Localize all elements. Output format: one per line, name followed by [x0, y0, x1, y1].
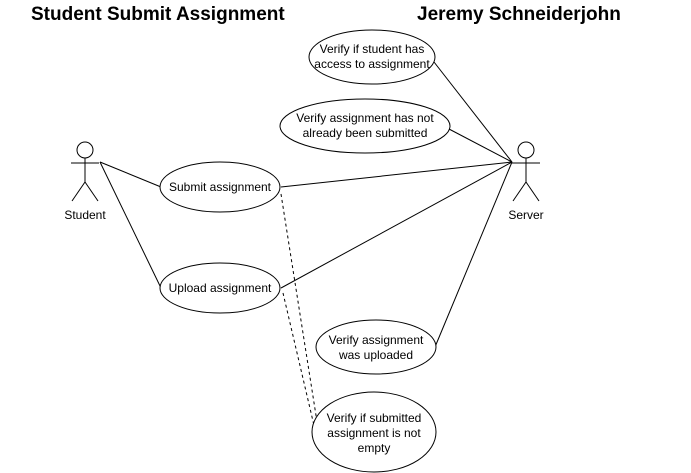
edge-student-upload: [99, 161, 162, 289]
dashed-submit-verify-empty: [280, 193, 319, 429]
use-case-label-line: was uploaded: [338, 348, 413, 362]
edge-server-verify-not-submitted: [448, 128, 513, 163]
diagram-title: Student Submit Assignment: [31, 4, 285, 25]
actor-label-server: Server: [508, 208, 543, 222]
dashed-upload-verify-empty: [282, 292, 317, 435]
use-case-label-line: Verify if student has: [320, 42, 425, 56]
use-case-label-line: Upload assignment: [169, 281, 272, 295]
use-case-verify-not-empty[interactable]: Verify if submitted assignment is not em…: [311, 391, 437, 473]
use-case-verify-not-submitted[interactable]: Verify assignment has not already been s…: [279, 98, 451, 154]
use-case-oval: [311, 391, 437, 473]
use-case-submit[interactable]: Submit assignment: [159, 161, 281, 213]
actor-head: [76, 141, 94, 159]
use-case-verify-uploaded[interactable]: Verify assignment was uploaded: [315, 319, 437, 375]
actor-right-leg: [525, 181, 540, 202]
actor-student[interactable]: Student: [64, 141, 106, 222]
actor-label-student: Student: [64, 208, 106, 222]
use-case-oval: [159, 262, 281, 314]
use-case-label-line: assignment is not: [327, 426, 421, 440]
use-case-oval: [315, 319, 437, 375]
use-case-label-line: empty: [358, 441, 391, 455]
use-case-verify-access[interactable]: Verify if student has access to assignme…: [308, 29, 436, 85]
edge-student-submit: [99, 161, 162, 188]
use-case-label-line: access to assignment: [314, 57, 430, 71]
edge-server-submit: [280, 161, 513, 188]
use-case-label-line: Verify assignment: [329, 333, 424, 347]
actor-head: [517, 141, 535, 159]
actor-left-leg: [71, 181, 86, 202]
use-case-oval: [308, 29, 436, 85]
actor-server[interactable]: Server: [508, 141, 544, 222]
use-case-oval: [279, 98, 451, 154]
use-case-label-line: already been submitted: [303, 126, 428, 140]
actor-left-leg: [512, 181, 527, 202]
author-name: Jeremy Schneiderjohn: [417, 4, 621, 25]
edge-server-verify-uploaded: [434, 161, 513, 348]
use-case-label-line: Verify if submitted: [327, 411, 422, 425]
use-case-upload[interactable]: Upload assignment: [159, 262, 281, 314]
dependencies: [280, 193, 319, 435]
actor-right-leg: [84, 181, 99, 202]
use-case-label-line: Submit assignment: [169, 180, 272, 194]
use-case-oval: [159, 161, 281, 213]
use-case-label-line: Verify assignment has not: [296, 111, 434, 125]
associations: [99, 61, 513, 348]
edge-server-upload: [280, 161, 513, 289]
edge-server-verify-access: [433, 61, 513, 163]
